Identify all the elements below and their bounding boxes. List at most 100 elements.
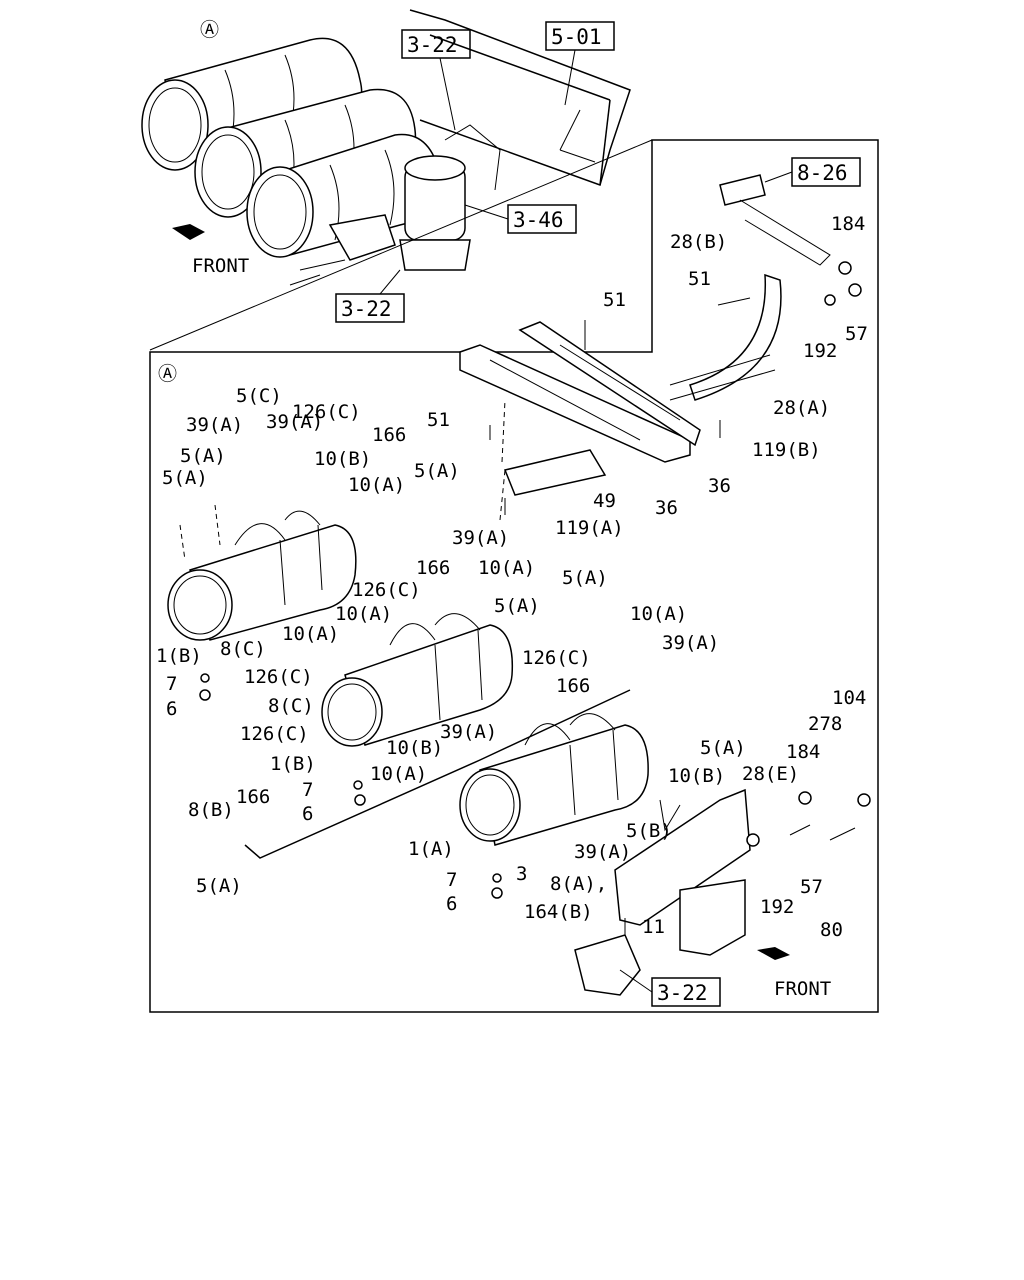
svg-text:3-46: 3-46	[513, 208, 564, 232]
callout-164b: 164(B)	[524, 901, 593, 923]
callout-5a: 5(A)	[180, 445, 226, 467]
callout-28e: 28(E)	[742, 763, 799, 785]
callout-39a: 39(A)	[662, 632, 719, 654]
callout-10b: 10(B)	[314, 448, 371, 470]
callout-104: 104	[832, 687, 866, 709]
detail-marker: Ⓐ	[158, 363, 177, 385]
callout-57: 57	[845, 323, 868, 345]
callout-49: 49	[593, 490, 616, 512]
callout-3: 3	[516, 863, 527, 885]
svg-text:8-26: 8-26	[797, 161, 848, 185]
callout-5a: 5(A)	[414, 460, 460, 482]
air-dryer	[399, 124, 501, 271]
overview-marker: Ⓐ	[200, 19, 219, 41]
ref-5-01: 5-01	[545, 21, 615, 106]
callout-119a: 119(A)	[555, 517, 624, 539]
detail-front-arrow	[757, 947, 790, 960]
callout-166: 166	[416, 557, 450, 579]
overview-assembly	[141, 9, 631, 286]
svg-text:3-22: 3-22	[657, 981, 708, 1005]
callout-7: 7	[166, 673, 177, 695]
hidden-lines	[179, 399, 506, 561]
ref-3-22-mid: 3-22	[335, 269, 405, 323]
callout-39a: 39(A)	[452, 527, 509, 549]
callout-8c: 8(C)	[268, 695, 314, 717]
callout-166: 166	[372, 424, 406, 446]
callout-8c: 8(C)	[220, 638, 266, 660]
callout-10a: 10(A)	[370, 763, 427, 785]
callout-39a: 39(A)	[440, 721, 497, 743]
callout-51: 51	[603, 289, 626, 311]
callout-10b: 10(B)	[668, 765, 725, 787]
callout-5a: 5(A)	[494, 595, 540, 617]
callout-166: 166	[236, 786, 270, 808]
callout-51: 51	[688, 268, 711, 290]
callout-10a: 10(A)	[348, 474, 405, 496]
callout-7: 7	[446, 869, 457, 891]
overview-front-arrow	[172, 224, 205, 240]
callout-6: 6	[166, 698, 177, 720]
callout-1b: 1(B)	[270, 753, 316, 775]
svg-text:3-22: 3-22	[341, 297, 392, 321]
callout-5a: 5(A)	[196, 875, 242, 897]
callout-36: 36	[655, 497, 678, 519]
callout-10b: 10(B)	[386, 737, 443, 759]
callout-28b: 28(B)	[670, 231, 727, 253]
overview-front-label: FRONT	[192, 255, 249, 277]
fasteners	[199, 261, 871, 935]
tank-1b-lower	[321, 613, 514, 747]
ref-8-26: 8-26	[764, 157, 861, 187]
callout-126c: 126(C)	[522, 647, 591, 669]
callout-126c: 126(C)	[244, 666, 313, 688]
callout-5a: 5(A)	[162, 467, 208, 489]
detail-frame	[149, 139, 879, 1013]
callout-8b: 8(B)	[188, 799, 234, 821]
callout-10a: 10(A)	[335, 603, 392, 625]
callout-126c: 126(C)	[352, 579, 421, 601]
callout-119b: 119(B)	[752, 439, 821, 461]
callout-5c: 5(C)	[236, 385, 282, 407]
callout-126c: 126(C)	[292, 401, 361, 423]
callout-6: 6	[446, 893, 457, 915]
detail-front-label: FRONT	[774, 978, 831, 1000]
callout-36: 36	[708, 475, 731, 497]
callout-7: 7	[302, 779, 313, 801]
tank-1a	[459, 713, 649, 846]
callout-39a: 39(A)	[574, 841, 631, 863]
callout-126c: 126(C)	[240, 723, 309, 745]
callout-5a: 5(A)	[700, 737, 746, 759]
ref-3-46: 3-46	[464, 204, 577, 234]
svg-text:5-01: 5-01	[551, 25, 602, 49]
callout-80: 80	[820, 919, 843, 941]
callout-8a: 8(A),	[550, 873, 607, 895]
air-line	[244, 689, 631, 859]
callout-192: 192	[803, 340, 837, 362]
callout-278: 278	[808, 713, 842, 735]
callout-11: 11	[642, 916, 665, 938]
overview-tank-3	[246, 133, 442, 258]
tank-1b-upper	[167, 510, 357, 641]
callout-10a: 10(A)	[630, 603, 687, 625]
callout-57: 57	[800, 876, 823, 898]
callout-1b: 1(B)	[156, 645, 202, 667]
callout-39a: 39(A)	[186, 414, 243, 436]
callout-192: 192	[760, 896, 794, 918]
callout-51: 51	[427, 409, 450, 431]
callout-10a: 10(A)	[282, 623, 339, 645]
callout-184: 184	[831, 213, 865, 235]
callout-166: 166	[556, 675, 590, 697]
callout-184: 184	[786, 741, 820, 763]
callout-28a: 28(A)	[773, 397, 830, 419]
callout-1a: 1(A)	[408, 838, 454, 860]
mounting-plate	[574, 788, 751, 996]
callout-39a: 39(A)	[266, 411, 323, 433]
callout-5a: 5(A)	[562, 567, 608, 589]
ref-3-22-bottom: 3-22	[619, 969, 721, 1007]
callout-6: 6	[302, 803, 313, 825]
svg-text:3-22: 3-22	[407, 33, 458, 57]
callout-5b: 5(B)	[626, 820, 672, 842]
ref-3-22-top: 3-22	[401, 29, 471, 131]
crossmember-assembly	[459, 174, 831, 496]
callout-labels: 184 28(B) 51 51 57 192 28(A) 119(B) 36 3…	[156, 213, 868, 941]
